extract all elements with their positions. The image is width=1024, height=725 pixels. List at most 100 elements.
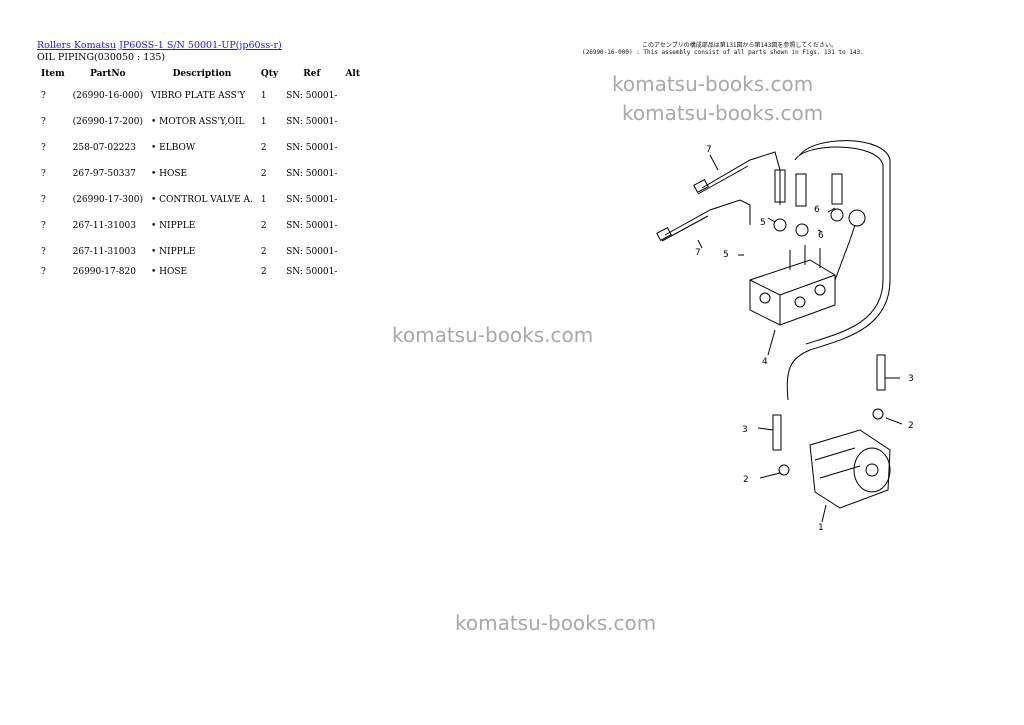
table-row: ? (26990-17-200) • MOTOR ASS'Y,OIL 1 SN:… [37, 109, 364, 135]
cell-alt [341, 109, 364, 135]
callout-3-left: 3 [742, 425, 748, 435]
nipple-right [876, 354, 886, 391]
cell-alt [341, 161, 364, 187]
callout-7-lower: 7 [695, 248, 701, 258]
oil-motor-flange [853, 447, 891, 493]
callout-6-lower: 6 [818, 231, 824, 241]
cell-description: • NIPPLE [151, 247, 196, 257]
cell-partno: 267-97-50337 [72, 169, 136, 179]
hose-upper [701, 151, 781, 205]
return-pipe-inner [794, 146, 884, 345]
callout-5-lower: 5 [723, 250, 729, 260]
cell-qty: 1 [260, 117, 267, 127]
cell-item: ? [41, 91, 46, 101]
control-lever-knob [848, 209, 866, 227]
cell-alt [341, 187, 364, 213]
cell-item: ? [41, 195, 46, 205]
table-row: ? 258-07-02223 • ELBOW 2 SN: 50001- [37, 135, 364, 161]
table-header-row: Item PartNo Description Qty Ref Alt [37, 65, 364, 83]
elbow-b [795, 223, 809, 237]
cell-partno: (26990-16-000) [72, 91, 143, 101]
callout-6-upper: 6 [814, 205, 820, 215]
cell-qty: 2 [260, 221, 267, 231]
cell-description: • CONTROL VALVE A. [151, 195, 253, 205]
cell-qty: 1 [260, 91, 267, 101]
cell-item: ? [41, 169, 46, 179]
cell-description: VIBRO PLATE ASS'Y [151, 91, 246, 101]
column-header-description: Description [172, 69, 232, 79]
return-pipe [786, 140, 891, 401]
cell-ref: SN: 50001- [286, 221, 338, 231]
watermark: komatsu-books.com [392, 323, 594, 347]
column-header-alt: Alt [345, 69, 360, 79]
nipple-a [774, 169, 786, 203]
column-header-qty: Qty [260, 69, 279, 79]
callout-1: 1 [818, 523, 824, 533]
nipple-c [831, 173, 843, 205]
diagram-note: このアセンブリの構成部品は第131図から第143図を参照してください。 (269… [582, 42, 864, 56]
cell-item: ? [41, 117, 46, 127]
cell-qty: 2 [260, 143, 267, 153]
control-valve-body [749, 259, 836, 326]
cell-ref: SN: 50001- [286, 117, 338, 127]
hose-fitting-upper [693, 178, 709, 194]
callout-2-right: 2 [908, 421, 914, 431]
column-header-item: Item [41, 69, 65, 79]
parts-table: Item PartNo Description Qty Ref Alt ? (2… [37, 65, 364, 279]
cell-qty: 2 [260, 267, 267, 277]
callout-2-left: 2 [743, 475, 749, 485]
column-header-partno: PartNo [90, 69, 126, 79]
hose-fitting-lower [656, 226, 672, 242]
cell-alt [341, 265, 364, 279]
callout-5-upper: 5 [760, 218, 766, 228]
cell-item: ? [41, 267, 46, 277]
cell-ref: SN: 50001- [286, 195, 338, 205]
column-header-ref: Ref [303, 69, 321, 79]
table-row: ? 267-11-31003 • NIPPLE 2 SN: 50001- [37, 213, 364, 239]
cell-description: • HOSE [151, 169, 188, 179]
page-subtitle: OIL PIPING(030050 : 135) [37, 52, 166, 63]
cell-alt [341, 239, 364, 265]
table-row: ? 267-11-31003 • NIPPLE 2 SN: 50001- [37, 239, 364, 265]
nipple-left [772, 414, 782, 451]
breadcrumb-link-model[interactable]: JP60SS-1 S/N 50001-UP(jp60ss-r) [119, 40, 282, 51]
cell-alt [341, 83, 364, 109]
cell-qty: 2 [260, 169, 267, 179]
oil-motor-body [809, 429, 891, 509]
cell-ref: SN: 50001- [286, 143, 338, 153]
cell-ref: SN: 50001- [286, 267, 338, 277]
callout-4: 4 [762, 357, 768, 367]
table-row: ? (26990-17-300) • CONTROL VALVE A. 1 SN… [37, 187, 364, 213]
elbow-a [773, 218, 787, 232]
cell-partno: 26990-17-820 [72, 267, 136, 277]
cell-item: ? [41, 221, 46, 231]
cell-partno: 258-07-02223 [72, 143, 136, 153]
cell-partno: (26990-17-300) [72, 195, 143, 205]
cell-partno: (26990-17-200) [72, 117, 143, 127]
cell-description: • ELBOW [151, 143, 196, 153]
callout-7-upper: 7 [706, 145, 712, 155]
table-row: ? (26990-16-000) VIBRO PLATE ASS'Y 1 SN:… [37, 83, 364, 109]
cell-description: • HOSE [151, 267, 188, 277]
watermark: komatsu-books.com [455, 611, 657, 635]
breadcrumb-link-rollers[interactable]: Rollers Komatsu [37, 40, 117, 51]
cell-ref: SN: 50001- [286, 91, 338, 101]
cell-partno: 267-11-31003 [72, 221, 136, 231]
diagram-note-japanese: このアセンブリの構成部品は第131図から第143図を参照してください。 [642, 42, 838, 49]
callout-3-right: 3 [908, 374, 914, 384]
breadcrumb: Rollers Komatsu JP60SS-1 S/N 50001-UP(jp… [37, 40, 282, 52]
table-row: ? 267-97-50337 • HOSE 2 SN: 50001- [37, 161, 364, 187]
elbow-c [830, 208, 844, 222]
cell-item: ? [41, 143, 46, 153]
diagram-note-english: (26990-16-000) : This assembly consist o… [582, 49, 864, 56]
nipple-b [795, 173, 807, 207]
cell-item: ? [41, 247, 46, 257]
watermark: komatsu-books.com [612, 72, 814, 96]
cell-qty: 1 [260, 195, 267, 205]
table-row: ? 26990-17-820 • HOSE 2 SN: 50001- [37, 265, 364, 279]
cell-qty: 2 [260, 247, 267, 257]
cell-ref: SN: 50001- [286, 169, 338, 179]
cell-description: • MOTOR ASS'Y,OIL [151, 117, 245, 127]
cell-ref: SN: 50001- [286, 247, 338, 257]
cell-partno: 267-11-31003 [72, 247, 136, 257]
